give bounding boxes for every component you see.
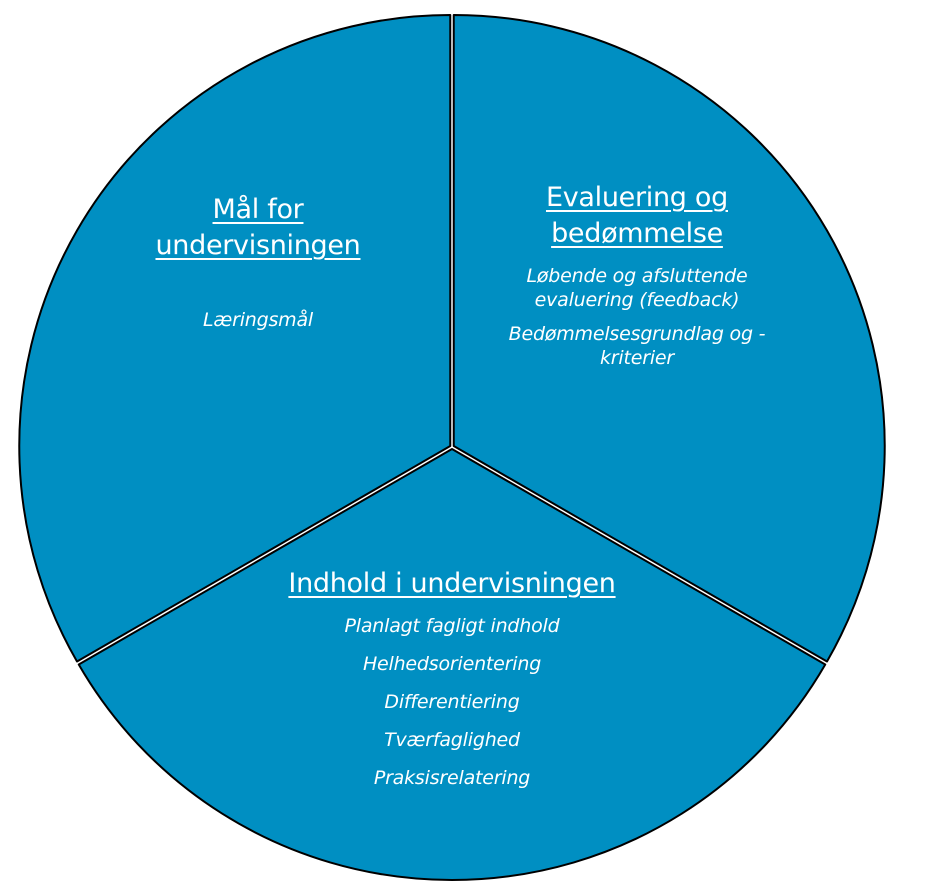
label-indhold: Indhold i undervisningen Planlagt faglig… — [242, 566, 662, 790]
segment-item: Differentiering — [384, 691, 520, 713]
segment-item: Tværfaglighed — [384, 729, 520, 751]
segment-item: Helhedsorientering — [362, 653, 542, 675]
segment-title-indhold: Indhold i undervisningen — [242, 566, 662, 602]
segment-title-evaluering: Evaluering og bedømmelse — [477, 180, 797, 252]
segment-item: Praksisrelatering — [373, 767, 531, 789]
label-evaluering: Evaluering og bedømmelse Løbende og afsl… — [477, 180, 797, 370]
segment-item: Planlagt fagligt indhold — [344, 615, 560, 637]
title-line: Mål for — [212, 194, 304, 225]
segment-item: Læringsmål — [202, 309, 313, 331]
segment-item: Løbende og afsluttende evaluering (feedb… — [526, 265, 748, 311]
title-line: Indhold i undervisningen — [288, 568, 616, 599]
segment-evaluering — [452, 14, 886, 663]
segment-item: Bedømmelsesgrundlag og - kriterier — [508, 323, 766, 369]
title-line: undervisningen — [155, 230, 361, 261]
title-line: Evaluering og — [545, 182, 728, 213]
title-line: bedømmelse — [551, 218, 723, 249]
segment-indhold — [77, 448, 827, 881]
segment-title-maal: Mål for undervisningen — [108, 192, 408, 264]
label-maal: Mål for undervisningen Læringsmål — [108, 192, 408, 332]
segment-maal — [18, 14, 452, 663]
